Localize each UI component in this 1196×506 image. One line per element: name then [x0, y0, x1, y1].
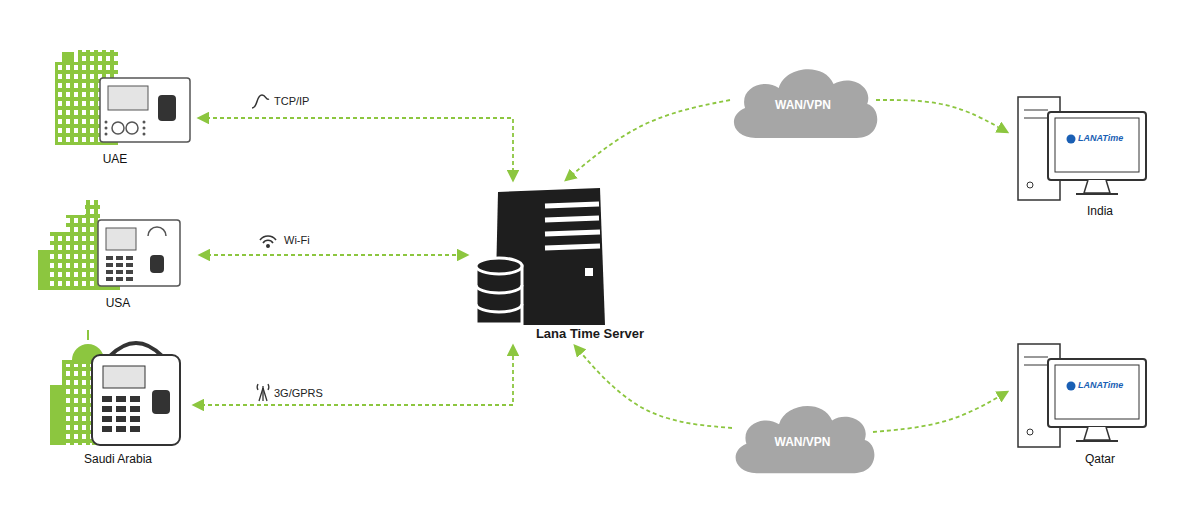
location-caption: Lana Time Server	[536, 327, 644, 341]
dashed-connector	[873, 392, 1007, 432]
location-caption: USA	[106, 296, 131, 310]
dashed-connector	[575, 346, 732, 428]
logo-text: LANATime	[1078, 133, 1123, 144]
network-label: WAN/VPN	[726, 395, 879, 449]
attendance-terminal	[98, 220, 180, 286]
server-node: Lana Time Server	[470, 183, 660, 343]
site-node: UAE	[40, 45, 195, 168]
dashed-connector	[200, 254, 467, 256]
location-caption: UAE	[103, 152, 128, 166]
dashed-connector	[199, 118, 513, 180]
link-type-label: Wi-Fi	[282, 234, 312, 247]
network-cloud: WAN/VPN	[724, 58, 882, 145]
cable-icon	[252, 95, 269, 108]
network-cloud: WAN/VPN	[726, 395, 879, 480]
logo-text: LANATime	[1078, 380, 1123, 391]
location-caption: Saudi Arabia	[84, 452, 152, 466]
link-type-label: TCP/IP	[272, 95, 311, 108]
database-icon	[476, 258, 522, 324]
site-node: USA	[38, 196, 196, 312]
network-label: WAN/VPN	[724, 58, 882, 112]
location-caption: India	[1087, 204, 1113, 218]
antenna-icon	[257, 384, 269, 401]
client-computer	[1018, 344, 1146, 447]
dashed-connector	[876, 100, 1007, 132]
site-node: Saudi Arabia	[40, 328, 190, 468]
link-type-label: 3G/GPRS	[272, 387, 325, 400]
client-node: Qatar	[1010, 338, 1165, 468]
client-node: India	[1010, 92, 1165, 220]
dashed-connector	[566, 100, 730, 180]
wifi-icon	[260, 236, 276, 247]
client-computer	[1018, 97, 1146, 200]
dashed-connector	[194, 346, 513, 405]
attendance-terminal	[100, 78, 190, 142]
location-caption: Qatar	[1085, 452, 1115, 466]
rugged-terminal	[92, 343, 180, 445]
